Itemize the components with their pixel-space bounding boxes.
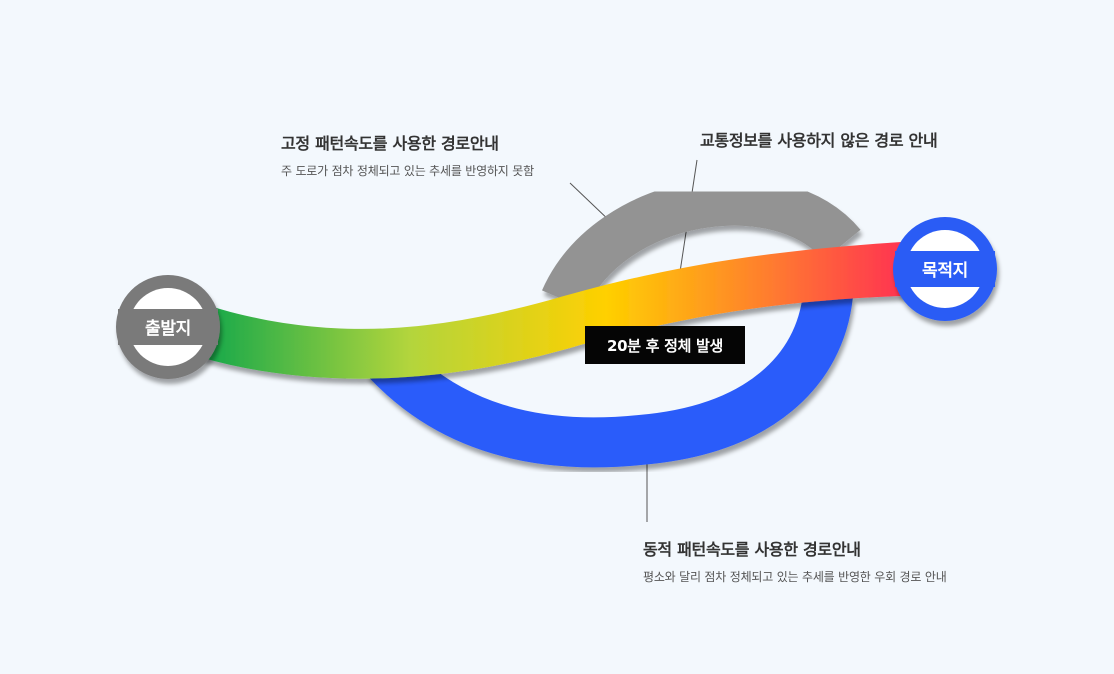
fixed-pattern-callout: 고정 패턴속도를 사용한 경로안내 주 도로가 점차 정체되고 있는 추세를 반… [281, 130, 534, 179]
dynamic-pattern-callout: 동적 패턴속도를 사용한 경로안내 평소와 달리 점차 정체되고 있는 추세를 … [643, 536, 947, 585]
dynamic-pattern-title: 동적 패턴속도를 사용한 경로안내 [643, 540, 861, 559]
route-dynamic-pattern [366, 291, 853, 468]
fixed-pattern-title: 고정 패턴속도를 사용한 경로안내 [281, 134, 499, 153]
origin-label: 출발지 [144, 319, 192, 339]
dynamic-pattern-description: 평소와 달리 점차 정체되고 있는 추세를 반영한 우회 경로 안내 [643, 570, 947, 584]
origin-node [116, 275, 220, 379]
destination-node [893, 217, 997, 321]
route-fixed-pattern-band [200, 240, 935, 379]
no-traffic-title: 교통정보를 사용하지 않은 경로 안내 [700, 131, 938, 150]
destination-label: 목적지 [921, 261, 969, 281]
fixed-pattern-description: 주 도로가 점차 정체되고 있는 추세를 반영하지 못함 [281, 164, 534, 178]
no-traffic-callout: 교통정보를 사용하지 않은 경로 안내 [700, 127, 938, 151]
route-no-traffic [542, 177, 861, 311]
congestion-badge: 20분 후 정체 발생 [585, 326, 745, 364]
